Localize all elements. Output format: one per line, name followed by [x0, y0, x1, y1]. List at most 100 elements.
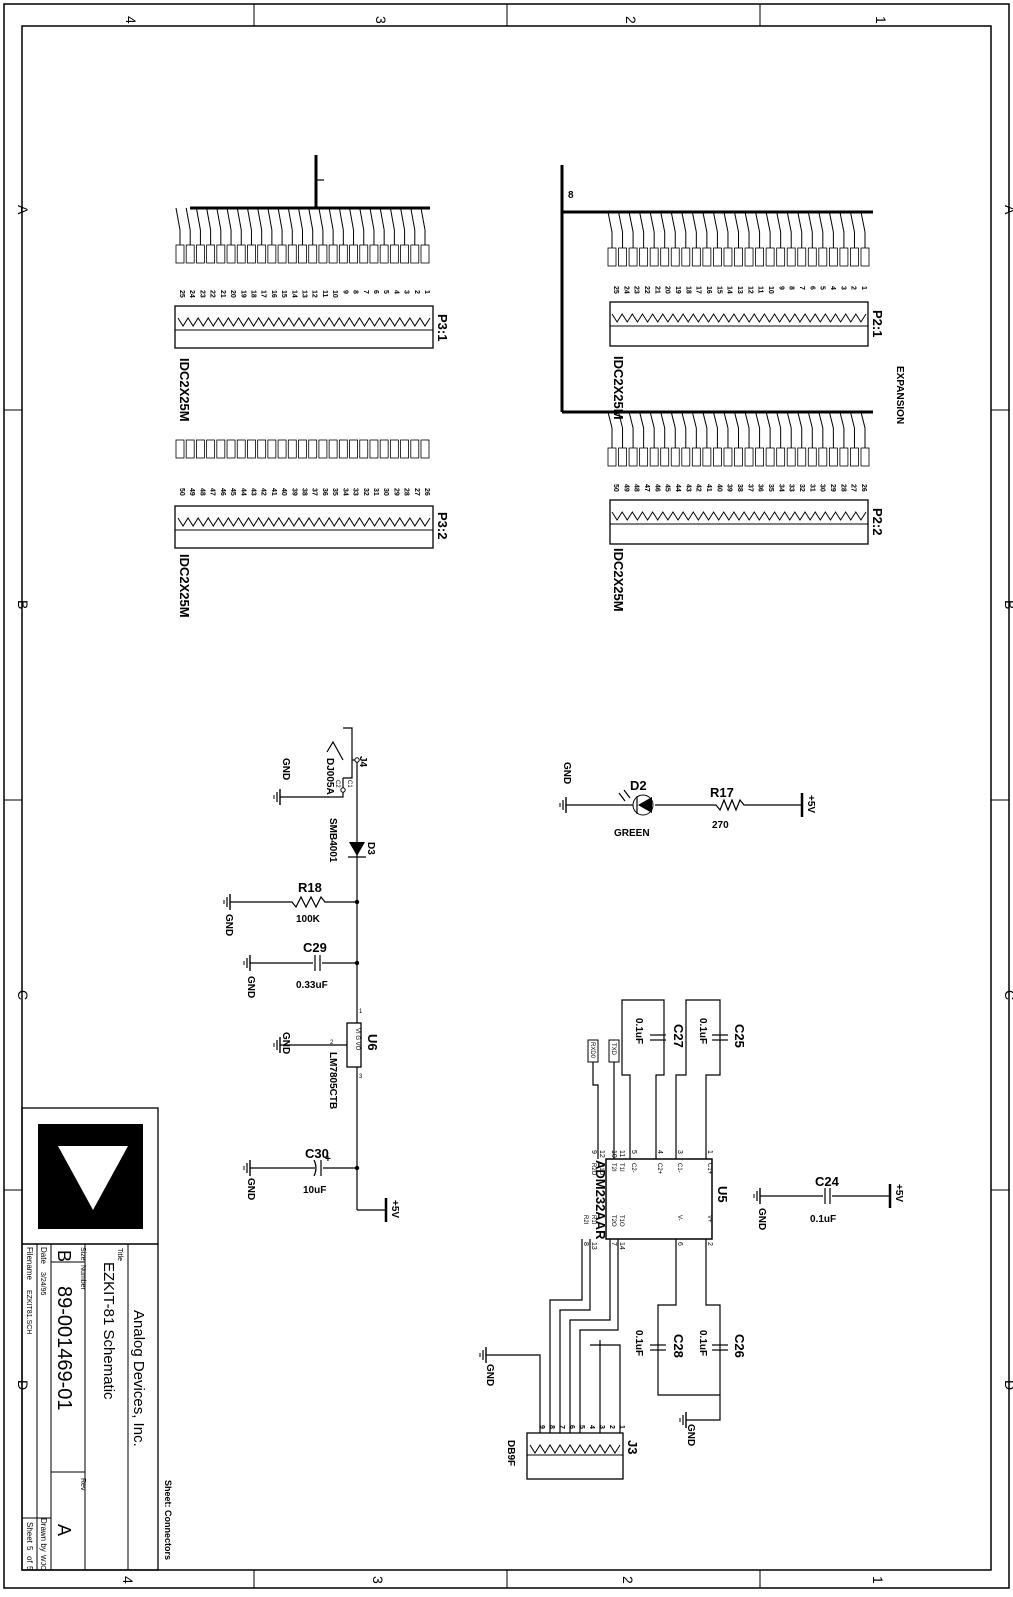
- p3-2-pinnums-pin-40: 40: [280, 488, 287, 496]
- p2-2-net-tag-1: [618, 447, 627, 467]
- u5-pin-num-5: 5: [630, 1150, 637, 1154]
- p2-fans-net-tag-19: [807, 247, 817, 267]
- p2-1-pinnums-pin-14: 14: [726, 286, 733, 294]
- p3-2-pinnums-pin-28: 28: [403, 488, 410, 496]
- tb-sheet-name: Sheet: Connectors: [163, 1480, 173, 1560]
- p2-1-pinnums-pin-7: 7: [798, 286, 805, 290]
- p3-1-pinnums-pin-19: 19: [239, 290, 246, 298]
- c30-polarity: +: [325, 1154, 331, 1165]
- p2-fans-net-tag-10: [713, 247, 722, 267]
- p2-2-net-tag-9: [702, 447, 712, 467]
- p3-fans-entry-3: [206, 207, 212, 231]
- p2-2-net-tag-20: [818, 447, 828, 467]
- p3-1-pinnums-pin-4: 4: [392, 290, 399, 294]
- p2-fans-entry-23: [849, 211, 855, 233]
- tb-number: 89-001469-01: [53, 1286, 75, 1411]
- u6-part: LM7805CTB: [327, 1052, 338, 1109]
- p3-fans-net-tag-6: [236, 244, 246, 264]
- j4-ref: J4: [357, 756, 368, 768]
- p3-fans-entry-10: [277, 207, 283, 231]
- j3-pinnums-pin-4: 4: [588, 1425, 595, 1429]
- p3-fans-net-tag-20: [379, 244, 389, 264]
- u5-pin-num-4: 4: [656, 1150, 663, 1154]
- net-rxd: RXD0: [589, 1042, 595, 1059]
- col-label-top-4: 4: [123, 16, 139, 24]
- p2-fans-entry-1: [618, 211, 624, 233]
- p3-2-net-tag-9: [267, 439, 277, 459]
- p2-2-pinnums-pin-29: 29: [829, 484, 836, 492]
- u5-pin-name-C2+: C2+: [656, 1163, 662, 1175]
- p2-2-entry-19: [807, 411, 813, 429]
- u5-pin-num-9: 9: [590, 1150, 597, 1154]
- p2-2-net-tag-5: [660, 447, 670, 467]
- u6-gnd: GND: [280, 1032, 291, 1054]
- p3-fans-entry-9: [267, 207, 273, 231]
- p3-fans-net-tag-12: [298, 244, 307, 264]
- p3-2-net-tag-0: [175, 439, 185, 459]
- j4-gnd: GND: [280, 758, 291, 780]
- p2-fans-net-tag-11: [723, 247, 733, 267]
- p2-2-net-tag-8: [691, 447, 701, 467]
- p2-1-ref: P2:1: [870, 310, 885, 337]
- p3-fans-net-tag-23: [410, 244, 420, 264]
- p3-fans-entry-2: [195, 207, 201, 231]
- p3-2-pinnums-pin-26: 26: [423, 488, 430, 496]
- connector-p2-2: 2627282930313233343536373839404142434445…: [609, 484, 885, 612]
- u5-pin-num-7: 7: [610, 1242, 617, 1246]
- p2-1-pinnums-pin-11: 11: [757, 286, 764, 294]
- p3-2-pinnums-pin-34: 34: [341, 488, 348, 496]
- p3-2-pinnums-pin-31: 31: [372, 488, 379, 496]
- p3-fans-net-tag-10: [277, 244, 287, 264]
- j3-teeth-zigzag: [529, 1444, 621, 1454]
- row-label-right-d: D: [1002, 1380, 1013, 1390]
- u6-pin-in: 1: [359, 1009, 363, 1015]
- p3-2-net-tag-13: [308, 439, 318, 459]
- p2-1-pinnums-pin-18: 18: [684, 286, 691, 294]
- u5-pin-name-V-: V-: [676, 1215, 682, 1221]
- c27-ref: C27: [671, 1024, 686, 1048]
- tb-drawn-label: Drawn by: [39, 1518, 48, 1552]
- p3-fans-net-tag-11: [287, 244, 297, 264]
- p2-2-pinnums-pin-27: 27: [850, 484, 857, 492]
- p3-fans-net-tag-14: [318, 244, 328, 264]
- p3-1-pinnums-pin-1: 1: [423, 290, 430, 294]
- p2-2-pinnums-pin-47: 47: [643, 484, 650, 492]
- p2-2-entry-6: [670, 411, 676, 429]
- p3-1-pinnums-pin-13: 13: [301, 290, 308, 298]
- p2-fans-net-tag-9: [702, 247, 712, 267]
- p3-2-pinnums-pin-44: 44: [239, 488, 246, 496]
- p2-fans-entry-3: [639, 211, 645, 233]
- p2-1-pinnums-pin-5: 5: [819, 286, 826, 290]
- p2-2-entry-20: [818, 411, 824, 429]
- p3-fans-net-tag-15: [328, 244, 338, 264]
- p2-2-net-tag-6: [670, 447, 680, 467]
- p3-2-pinnums-pin-37: 37: [311, 488, 318, 496]
- p2-2-net-tag-0: [607, 447, 617, 467]
- p2-2-pinnums-pin-33: 33: [788, 484, 795, 492]
- c28-ref: C28: [671, 1334, 686, 1358]
- p2-2-net-tag-4: [649, 447, 659, 467]
- p3-1-pinnums-pin-5: 5: [382, 290, 389, 294]
- u5-pin-num-1: 1: [706, 1150, 713, 1154]
- p2-fans-net-tag-1: [618, 247, 627, 267]
- p2-2-pinnums-pin-26: 26: [860, 484, 867, 492]
- p2-2-part: IDC2X25M: [611, 548, 626, 612]
- p3-fans-entry-18: [359, 207, 365, 231]
- row-label-right-b: B: [1002, 600, 1013, 609]
- col-label-bottom-4: 4: [120, 1576, 136, 1584]
- u5-pin-num-12: 12: [598, 1150, 605, 1158]
- p2-fans-entry-10: [712, 211, 718, 233]
- p3-1-pinnums-pin-14: 14: [290, 290, 297, 298]
- p2-1-pinnums-pin-6: 6: [808, 286, 815, 290]
- p2-2-pinnums-pin-45: 45: [664, 484, 671, 492]
- p2-fans-entry-4: [649, 211, 655, 233]
- u5-pin-num-6: 6: [676, 1242, 683, 1246]
- tb-sheet-label: Sheet: [25, 1522, 34, 1544]
- p3-1-pinnums-pin-3: 3: [403, 290, 410, 294]
- col-label-bottom-2: 2: [620, 1576, 636, 1584]
- p2-fans-net-tag-8: [691, 247, 701, 267]
- tb-date-label: Date: [39, 1247, 48, 1264]
- c29-ref: C29: [303, 940, 327, 955]
- c25-value: 0.1uF: [697, 1018, 708, 1044]
- p2-2-entry-17: [786, 411, 792, 429]
